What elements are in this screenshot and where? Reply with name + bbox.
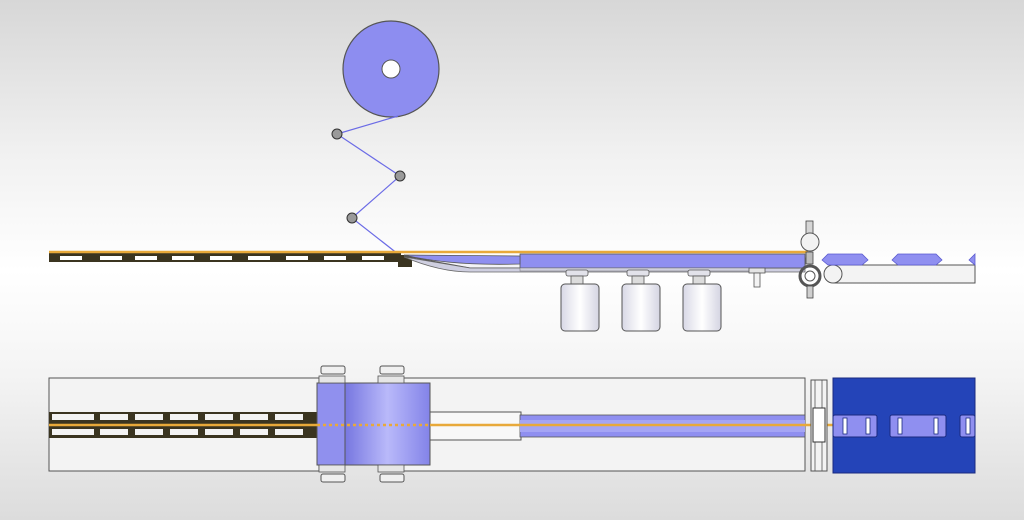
film-web <box>335 115 401 255</box>
film-roll-icon <box>342 20 440 118</box>
sealed-packs <box>821 253 976 266</box>
infeed-chain-belt <box>49 253 412 267</box>
cutter-icon <box>748 267 766 288</box>
sealing-head-1 <box>560 269 600 332</box>
guide-roller-icon <box>331 128 406 224</box>
outfeed-area <box>832 377 976 474</box>
sealing-head-icon <box>560 269 722 332</box>
sealing-bed <box>403 253 806 273</box>
clamp-top-icon <box>810 379 828 472</box>
chain-links <box>60 256 384 260</box>
side-view <box>49 20 976 332</box>
outfeed-conveyor <box>823 264 976 284</box>
clamp-icon <box>798 220 822 299</box>
sealing-head-3 <box>682 269 722 332</box>
top-view <box>48 365 976 483</box>
sealing-head-2 <box>621 269 661 332</box>
